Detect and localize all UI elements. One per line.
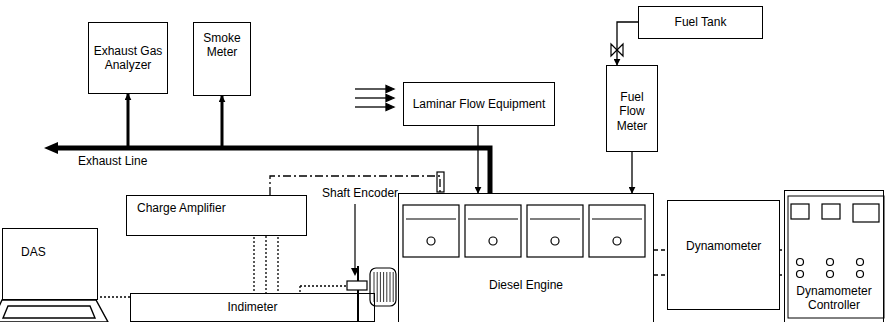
equipment-box: Fuel Tank <box>638 6 763 39</box>
signal-wires <box>254 237 278 293</box>
connector <box>654 249 667 250</box>
air-intake-arrows <box>355 86 394 111</box>
equipment-box: Indimeter <box>130 293 375 322</box>
equipment-box: Dynamometer <box>667 200 780 310</box>
equipment-box: DAS <box>2 228 98 300</box>
connector <box>477 126 478 193</box>
flywheel <box>370 268 396 306</box>
shaft-coupling <box>654 274 667 275</box>
box-label: Fuel Flow Meter <box>609 90 655 133</box>
equipment-box: Dynamometer Controller <box>784 190 884 322</box>
box-label: Laminar Flow Equipment <box>413 97 546 111</box>
exhaust-pipe <box>58 148 490 193</box>
equipment-box: Diesel Engine <box>398 193 654 322</box>
part-label: Exhaust Line <box>78 154 147 168</box>
box-label: Dynamometer Controller <box>787 284 881 313</box>
box-label: Charge Amplifier <box>137 201 226 215</box>
shaft-encoder <box>300 204 367 322</box>
equipment-box: Fuel Flow Meter <box>606 65 658 152</box>
connector <box>631 152 632 193</box>
exhaust-arrow <box>44 142 58 154</box>
box-label: Smoke Meter <box>197 31 247 60</box>
part-label: Shaft Encoder <box>322 186 398 200</box>
connector <box>98 296 130 297</box>
box-label: Dynamometer <box>686 239 761 253</box>
box-label: Diesel Engine <box>489 278 563 292</box>
box-label: Exhaust Gas Analyzer <box>93 44 163 73</box>
connector <box>265 236 266 293</box>
equipment-box: Smoke Meter <box>193 22 251 96</box>
box-label: Fuel Tank <box>675 15 727 29</box>
equipment-box: Charge Amplifier <box>126 195 307 236</box>
monitor-base <box>0 300 108 322</box>
connector <box>617 22 638 65</box>
controller-panel <box>788 196 884 318</box>
box-label: DAS <box>21 245 46 259</box>
box-label: Indimeter <box>227 300 277 314</box>
engine-cylinders <box>403 205 645 257</box>
equipment-box: Exhaust Gas Analyzer <box>88 22 168 94</box>
equipment-box: Laminar Flow Equipment <box>403 82 555 126</box>
